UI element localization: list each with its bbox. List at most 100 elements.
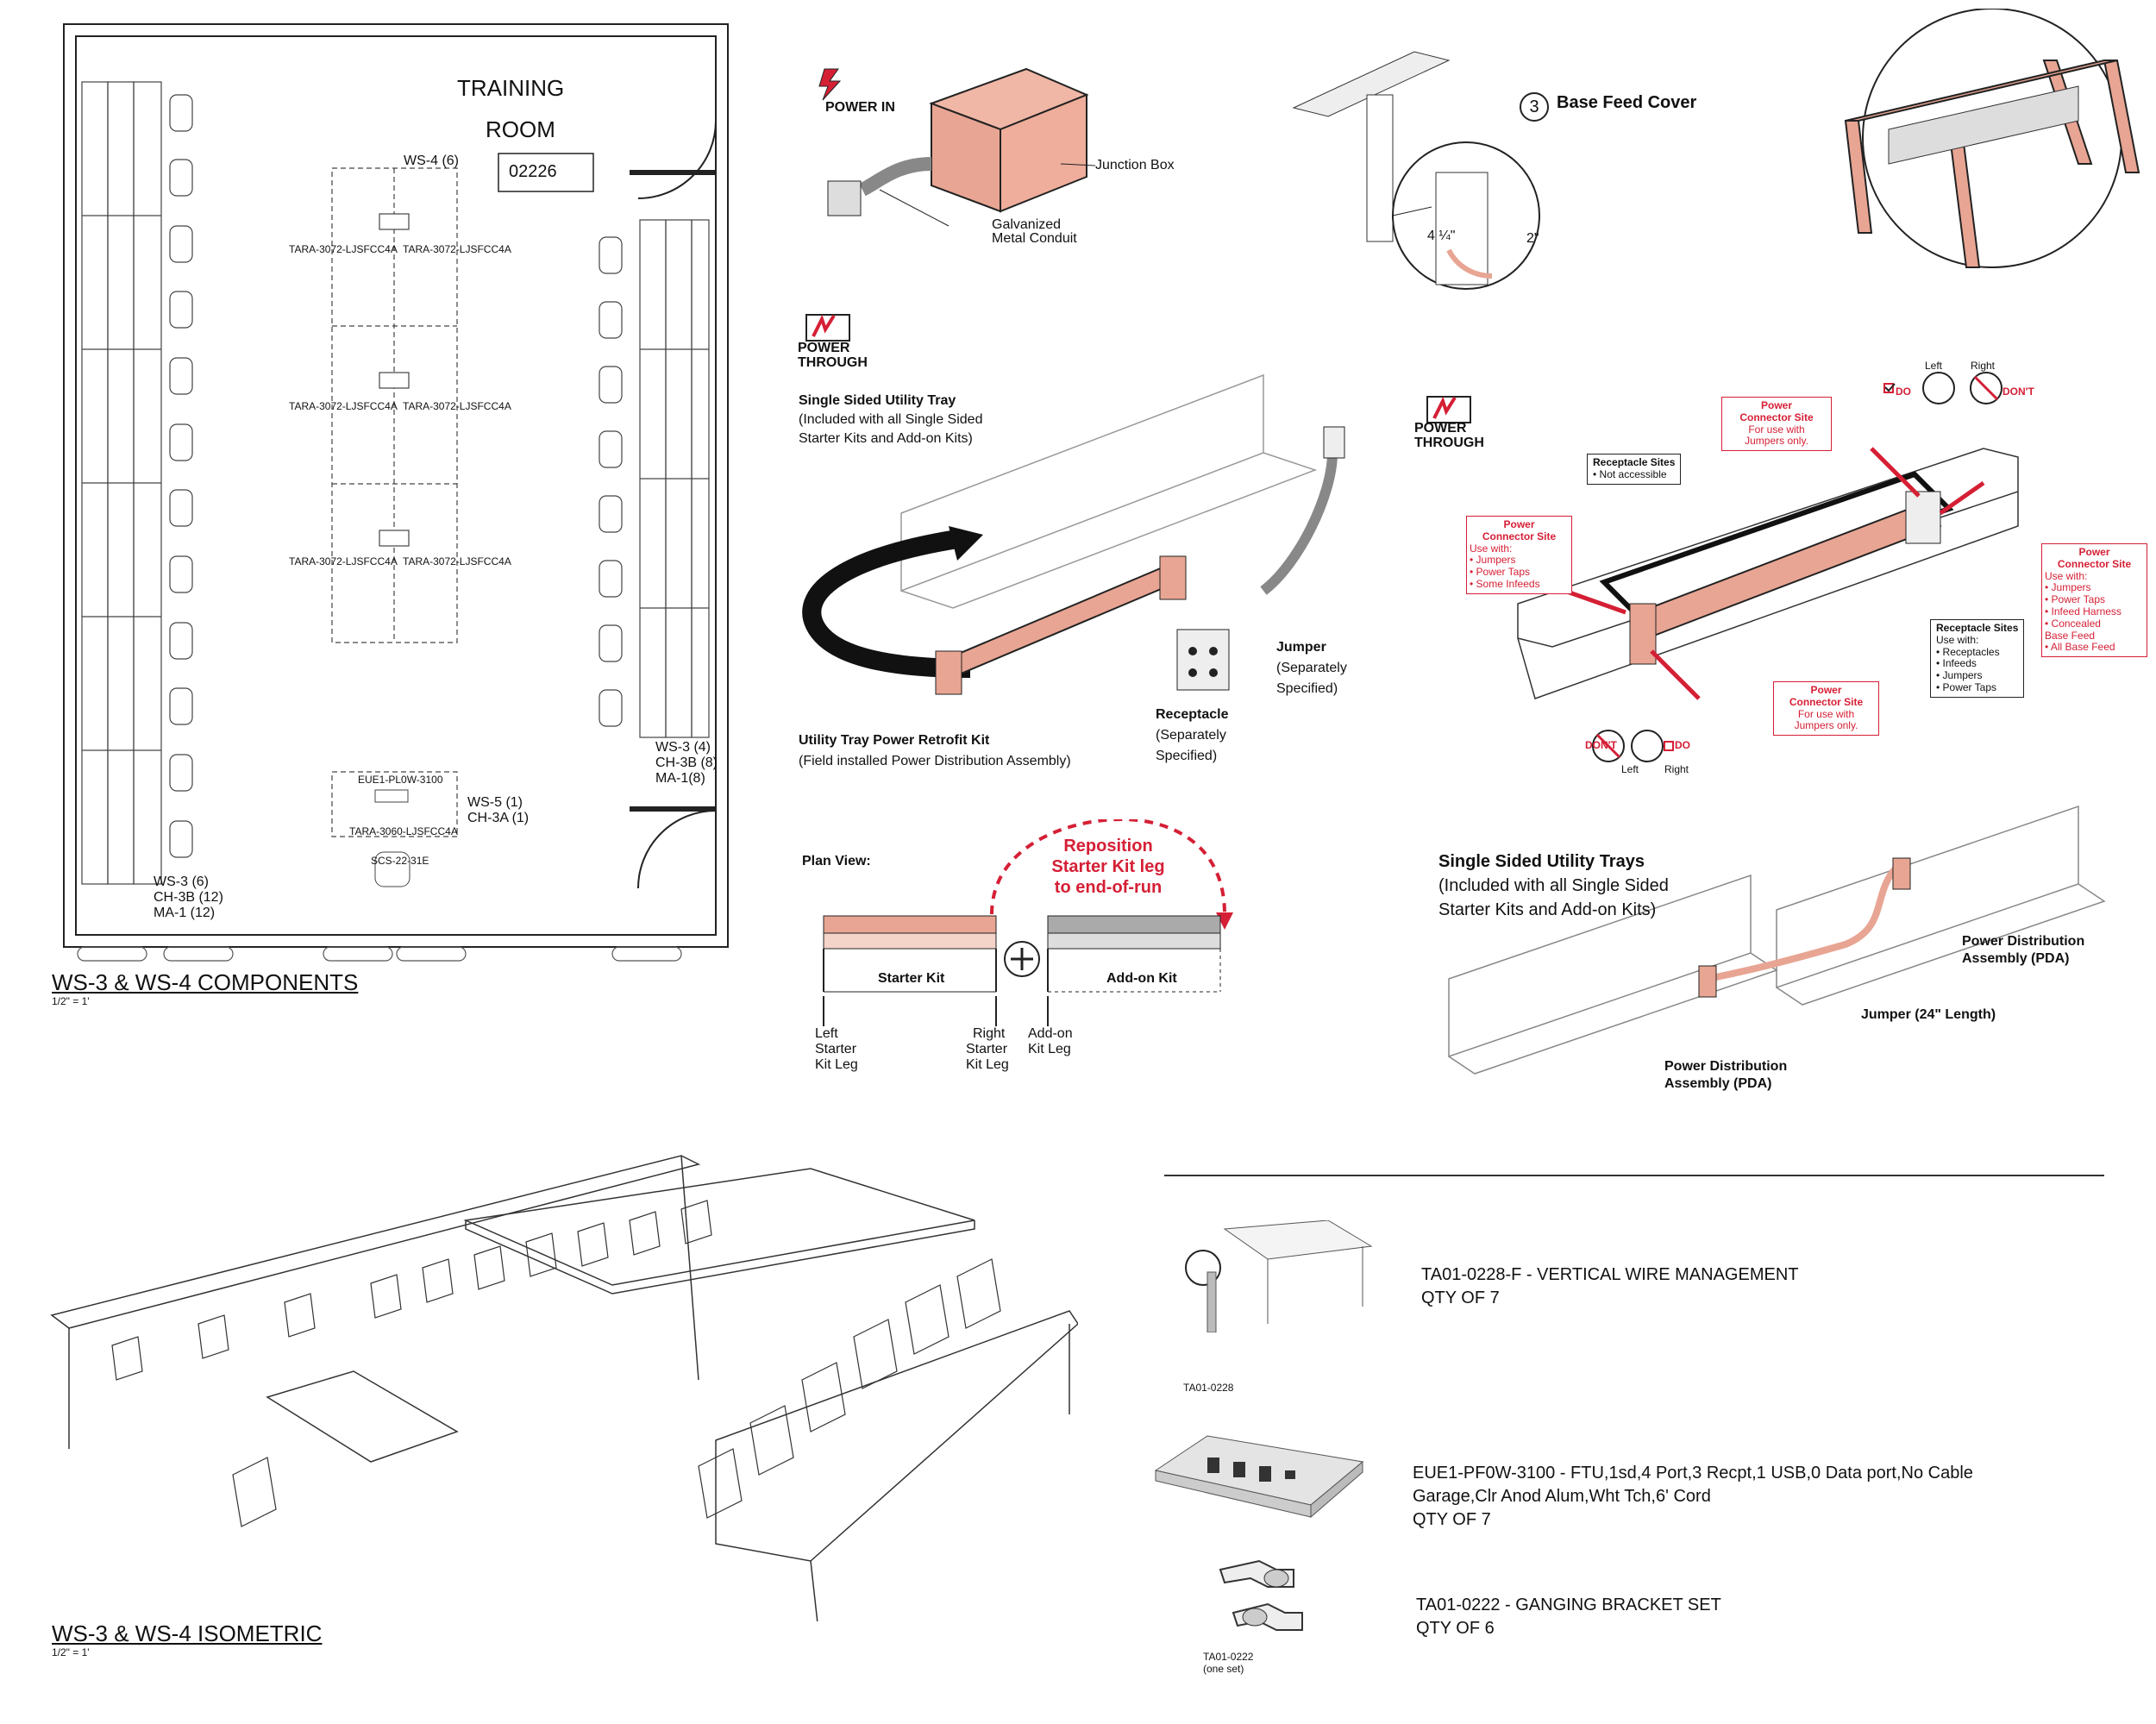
base-feed-number: 3 <box>1520 92 1549 122</box>
pcs-left-box: Power Connector Site Use with: • Jumpers… <box>1466 516 1572 594</box>
reposition-line-3: to end-of-run <box>1054 878 1163 897</box>
pcs-bottom-note-2: Jumpers only. <box>1794 719 1858 732</box>
left-leg-1: Left <box>815 1026 838 1041</box>
tara-label-4: TARA-3072-LJSFCC4A <box>403 400 511 412</box>
tara-label-6: TARA-3072-LJSFCC4A <box>403 555 511 567</box>
component-1-caption: TA01-0228 <box>1183 1382 1234 1394</box>
floor-plan-scale: 1/2" = 1' <box>52 995 90 1007</box>
right-bottom-label: Right <box>1664 763 1689 775</box>
tara-label-5: TARA-3072-LJSFCC4A <box>289 555 398 567</box>
power-through-tray-drawing <box>802 314 1345 695</box>
plan-view-drawing <box>823 819 1233 1026</box>
ws3-left-chair-label: CH-3B (12) <box>154 890 223 905</box>
receptacle-label: Receptacle <box>1156 707 1229 722</box>
left-top-label: Left <box>1925 360 1943 372</box>
dont-bottom-label: DON'T <box>1585 739 1617 751</box>
power-through-badge-1b: THROUGH <box>798 355 868 370</box>
pcs-left-title-2: Connector Site <box>1482 530 1557 542</box>
ws3-left-label: WS-3 (6) <box>154 875 209 889</box>
pcs-right-item: • Concealed <box>2045 617 2101 630</box>
room-number: 02226 <box>509 162 557 181</box>
component-3-qty: QTY OF 6 <box>1416 1619 1495 1638</box>
ws3-right-label: WS-3 (4) <box>655 740 711 755</box>
utility-trays-sub-2: Starter Kits and Add-on Kits) <box>1438 900 1657 919</box>
pcs-right-item: • Jumpers <box>2045 581 2091 594</box>
section-divider <box>1164 1175 2104 1176</box>
pcs-top-note-2: Jumpers only. <box>1745 435 1808 448</box>
left-leg-3: Kit Leg <box>815 1057 858 1072</box>
ganging-bracket-drawing <box>1219 1559 1303 1631</box>
left-leg-2: Starter <box>815 1042 857 1056</box>
do-bottom-label: DO <box>1675 739 1690 751</box>
pcs-right-item: Base Feed <box>2045 629 2096 642</box>
table-frame-drawing <box>1844 9 2140 268</box>
pcs-left-item: • Jumpers <box>1470 554 1516 567</box>
tray-subtitle-2: Starter Kits and Add-on Kits) <box>799 431 973 446</box>
pcs-bottom-title-1: Power <box>1810 684 1842 696</box>
pda-left-line-1: Power Distribution <box>1664 1059 1788 1074</box>
right-leg-2: Starter <box>966 1042 1008 1056</box>
utility-trays-sub-1: (Included with all Single Sided <box>1438 876 1669 895</box>
addon-leg-2: Kit Leg <box>1028 1042 1071 1056</box>
pcs-left-use: Use with: <box>1470 542 1513 555</box>
pcs-right-item: • Power Taps <box>2045 593 2106 606</box>
retrofit-subtitle: (Field installed Power Distribution Asse… <box>799 754 1071 768</box>
jumper-label: Jumper <box>1276 640 1326 655</box>
scs-label: SCS-22-31E <box>371 855 429 867</box>
tara-label-3: TARA-3072-LJSFCC4A <box>289 400 398 412</box>
pcs-top-note-1: For use with <box>1748 423 1805 436</box>
pcs-right-use: Use with: <box>2045 569 2088 582</box>
pda-left-line-2: Assembly (PDA) <box>1664 1076 1772 1091</box>
power-in-drawing <box>818 67 1096 227</box>
vertical-wire-management-drawing <box>1185 1220 1373 1332</box>
power-through-harness-drawing <box>1426 372 2019 762</box>
receptacle-sites-title: Receptacle Sites <box>1593 456 1676 468</box>
plan-view-title: Plan View: <box>802 854 871 868</box>
isometric-drawing <box>50 1155 1078 1621</box>
rs2-item: • Power Taps <box>1936 680 1997 693</box>
eue-plow-label: EUE1-PL0W-3100 <box>358 774 443 786</box>
pcs-left-item: • Power Taps <box>1470 566 1531 579</box>
tray-subtitle-1: (Included with all Single Sided <box>799 412 983 427</box>
ws5-label: WS-5 (1) <box>467 795 523 810</box>
room-name-line-2: ROOM <box>486 116 555 142</box>
rs2-item: • Receptacles <box>1936 645 2000 658</box>
component-3-caption-2: (one set) <box>1203 1663 1244 1675</box>
pcs-bottom-box: Power Connector Site For use with Jumper… <box>1773 681 1879 737</box>
pcs-bottom-title-2: Connector Site <box>1789 695 1864 708</box>
tara-3060-label: TARA-3060-LJSFCC4A <box>349 825 458 837</box>
reposition-line-2: Starter Kit leg <box>1051 857 1165 876</box>
pcs-right-box: Power Connector Site Use with: • Jumpers… <box>2041 543 2147 658</box>
utility-trays-drawing <box>1448 805 2106 1075</box>
junction-box-label: Junction Box <box>1095 158 1175 172</box>
starter-kit-label: Starter Kit <box>878 971 945 986</box>
receptacle-sub-1: (Separately <box>1156 728 1226 743</box>
right-top-label: Right <box>1971 360 1996 372</box>
ws3-left-ma-label: MA-1 (12) <box>154 906 216 920</box>
right-leg-1: Right <box>973 1026 1006 1041</box>
tara-label-2: TARA-3072-LJSFCC4A <box>403 243 511 255</box>
pcs-top-title-1: Power <box>1760 399 1792 411</box>
ws4-label: WS-4 (6) <box>404 154 459 168</box>
pda-right-line-1: Power Distribution <box>1962 934 2085 949</box>
addon-leg-1: Add-on <box>1028 1026 1073 1041</box>
power-in-badge: POWER IN <box>825 100 895 115</box>
power-through-badge-2b: THROUGH <box>1414 436 1484 450</box>
pcs-top-title-2: Connector Site <box>1739 411 1814 423</box>
ws3-right-chair-label: CH-3B (8) <box>655 755 718 770</box>
tara-label-1: TARA-3072-LJSFCC4A <box>289 243 398 255</box>
pda-right-line-2: Assembly (PDA) <box>1962 951 2070 966</box>
receptacle-sites-box-2: Receptacle Sites Use with: • Receptacles… <box>1930 619 2025 698</box>
component-1-qty: QTY OF 7 <box>1421 1288 1500 1307</box>
rs2-use: Use with: <box>1936 633 1979 646</box>
rs2-item: • Jumpers <box>1936 669 1983 682</box>
pcs-top-box: Power Connector Site For use with Jumper… <box>1721 397 1832 452</box>
rs2-item: • Infeeds <box>1936 657 1977 670</box>
receptacle-sites-note: • Not accessible <box>1593 467 1667 480</box>
room-name-line-1: TRAINING <box>457 75 565 101</box>
rs2-title: Receptacle Sites <box>1936 622 2019 634</box>
power-through-badge-1a: POWER <box>798 341 850 355</box>
pcs-right-item: • All Base Feed <box>2045 641 2115 654</box>
receptacle-sites-box: Receptacle Sites • Not accessible <box>1587 454 1682 485</box>
